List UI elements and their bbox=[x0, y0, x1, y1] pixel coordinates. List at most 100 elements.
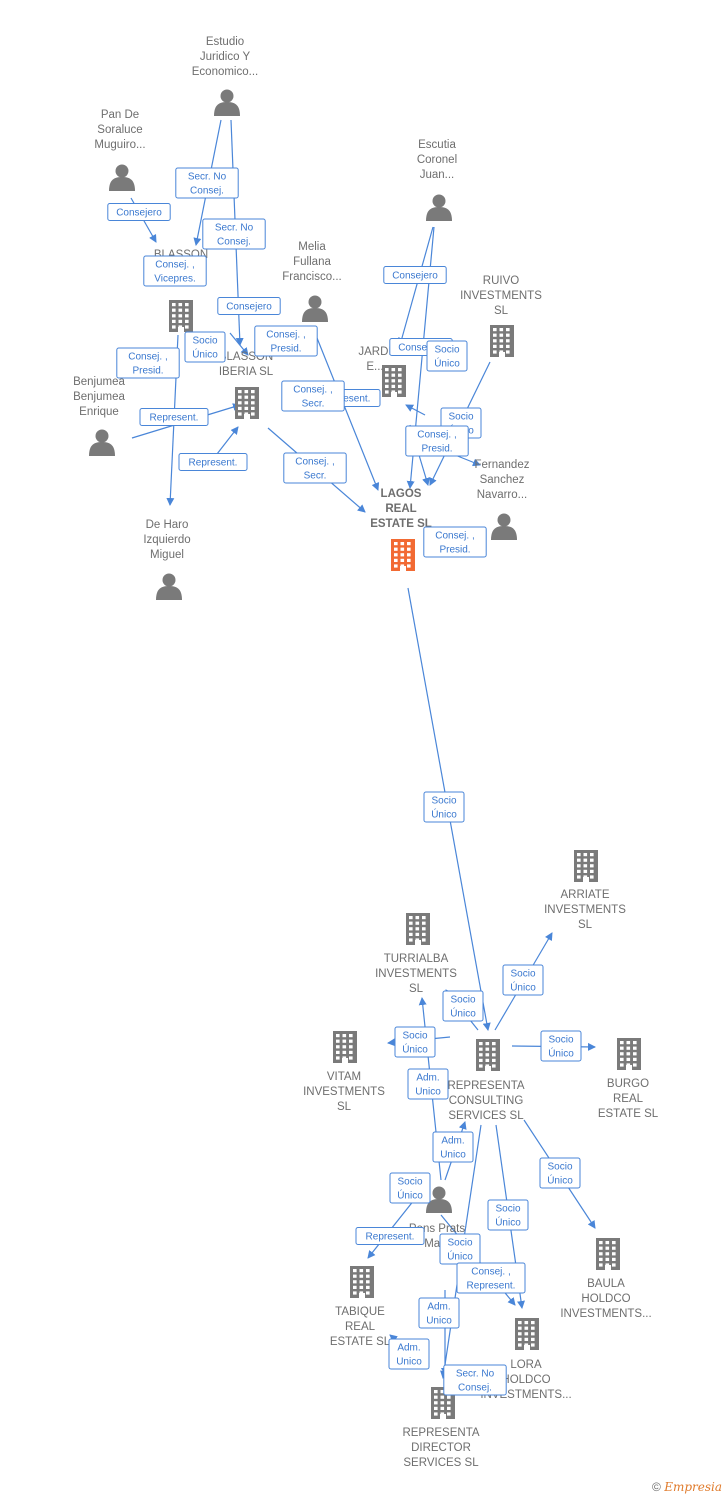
edge-label-box bbox=[184, 331, 226, 363]
person-icon bbox=[491, 513, 517, 540]
edge-label[interactable]: Consej. ,Vicepres. bbox=[143, 255, 207, 287]
edge-label[interactable]: Adm.Unico bbox=[388, 1338, 430, 1370]
node-lora[interactable]: LORAHOLDCOINVESTMENTS... bbox=[480, 1318, 572, 1401]
edge-label-text: Socio bbox=[402, 1031, 427, 1042]
node-label: Miguel bbox=[150, 549, 184, 561]
node-label: Muguiro... bbox=[94, 139, 145, 151]
edge-label[interactable]: Consej. ,Presid. bbox=[254, 325, 318, 357]
edge-label[interactable]: Consej. ,Presid. bbox=[116, 347, 180, 379]
node-label: TURRIALBA bbox=[384, 953, 449, 965]
edge-label-text: Único bbox=[510, 981, 536, 994]
edge-label-box bbox=[355, 1227, 425, 1245]
edge-label-text: Represent. bbox=[150, 413, 199, 424]
edge-label-text: Consej. , bbox=[293, 385, 332, 396]
edge-label-box bbox=[394, 1026, 436, 1058]
edge-label[interactable]: Consej. ,Secr. bbox=[281, 380, 345, 412]
edge-label[interactable]: Consej. ,Secr. bbox=[283, 452, 347, 484]
node-label: Melia bbox=[298, 241, 326, 253]
edge-label[interactable]: Represent. bbox=[355, 1227, 425, 1245]
edge-label[interactable]: Consejero bbox=[383, 266, 447, 284]
edge-label-text: Secr. bbox=[304, 471, 327, 482]
person-icon bbox=[426, 194, 452, 221]
node-label: Economico... bbox=[192, 66, 258, 78]
footer: © Empresia bbox=[652, 1480, 722, 1494]
node-label: Izquierdo bbox=[143, 534, 190, 546]
edge-label[interactable]: Adm.Unico bbox=[418, 1297, 460, 1329]
edge-label-box bbox=[540, 1030, 582, 1062]
edge-label[interactable]: Consej. ,Presid. bbox=[423, 526, 487, 558]
building-icon bbox=[617, 1038, 641, 1070]
edge-label-text: Vicepres. bbox=[154, 274, 196, 285]
node-jardi[interactable]: JARDIE... bbox=[358, 346, 406, 397]
node-label: Escutia bbox=[418, 139, 456, 151]
building-icon bbox=[169, 300, 193, 332]
edge-label-text: Único bbox=[402, 1043, 428, 1056]
edge-label-box bbox=[217, 297, 281, 315]
node-label: Pan De bbox=[101, 109, 139, 121]
node-baula[interactable]: BAULAHOLDCOINVESTMENTS... bbox=[560, 1238, 652, 1320]
node-label: Juridico Y bbox=[200, 51, 251, 63]
edge-label[interactable]: Consej. ,Presid. bbox=[405, 425, 469, 457]
person-icon bbox=[156, 573, 182, 600]
node-label: CONSULTING bbox=[449, 1095, 524, 1107]
edge-label-text: Secr. No bbox=[456, 1369, 495, 1380]
edge-label-box bbox=[443, 1364, 507, 1396]
node-label: INVESTMENTS... bbox=[560, 1308, 651, 1320]
edge-label-box bbox=[432, 1131, 474, 1163]
edge-label-text: Unico bbox=[426, 1316, 452, 1327]
edge-label[interactable]: Consejero bbox=[217, 297, 281, 315]
edge-label[interactable]: Represent. bbox=[178, 453, 248, 471]
edge-label-text: Consej. , bbox=[471, 1267, 510, 1278]
edge-label[interactable]: Adm.Unico bbox=[432, 1131, 474, 1163]
edge-label-text: Represent. bbox=[467, 1281, 516, 1292]
empresia-logo[interactable]: Empresia bbox=[664, 1480, 722, 1494]
node-pan[interactable]: Pan DeSoraluceMuguiro... bbox=[94, 109, 146, 191]
node-escutia[interactable]: EscutiaCoronelJuan... bbox=[417, 139, 457, 221]
edge-label[interactable]: Represent. bbox=[139, 408, 209, 426]
edge-label-text: Único bbox=[447, 1250, 473, 1263]
edge-label-text: Único bbox=[547, 1174, 573, 1187]
edge-label-box bbox=[178, 453, 248, 471]
node-fernandez[interactable]: FernandezSanchezNavarro... bbox=[475, 459, 530, 540]
edge-label[interactable]: Consej. , Represent. bbox=[456, 1262, 526, 1294]
edge-label-box bbox=[426, 340, 468, 372]
node-melia[interactable]: MeliaFullanaFrancisco... bbox=[282, 241, 342, 322]
edge-label[interactable]: Consejero bbox=[107, 203, 171, 221]
edge-label[interactable]: Adm.Unico bbox=[407, 1068, 449, 1100]
edge-label-text: Unico bbox=[440, 1150, 466, 1161]
node-label: REAL bbox=[385, 503, 416, 515]
edges bbox=[130, 119, 596, 1379]
node-label: Francisco... bbox=[282, 271, 341, 283]
relation-edge bbox=[405, 404, 426, 416]
edge-label-box bbox=[107, 203, 171, 221]
person-icon bbox=[426, 1186, 452, 1213]
person-icon bbox=[302, 295, 328, 322]
